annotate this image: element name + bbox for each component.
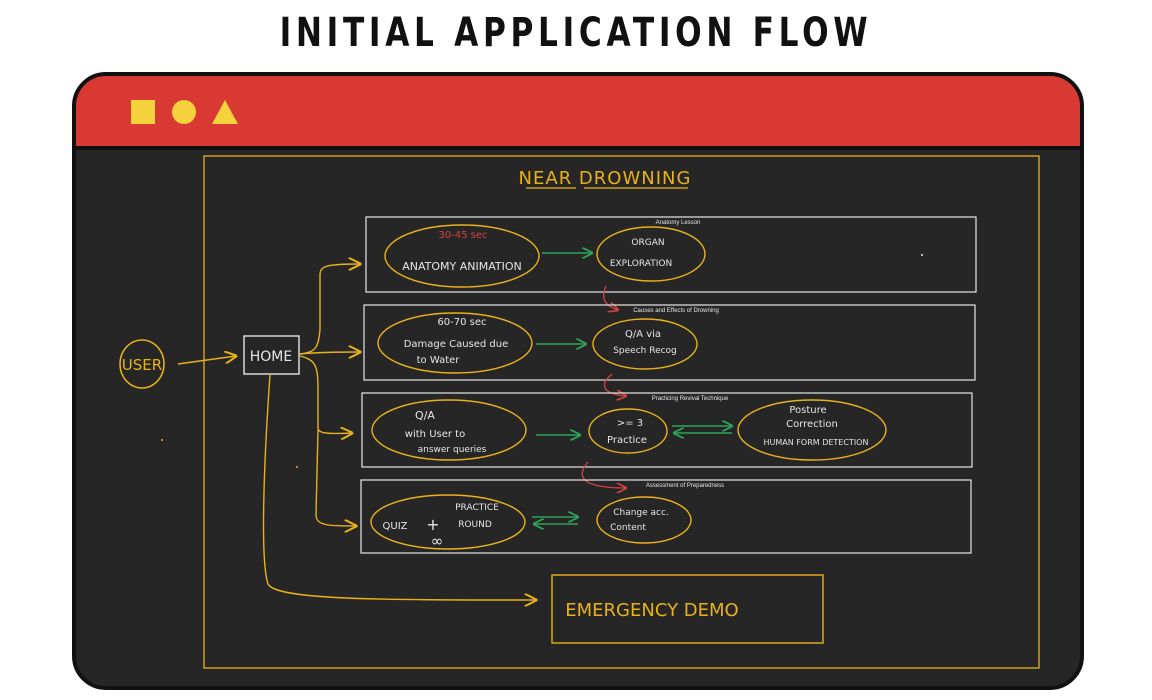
window-titlebar xyxy=(76,76,1080,150)
section-anatomy-lesson xyxy=(365,216,977,293)
node-text: Change acc. xyxy=(613,508,669,518)
node-text: ROUND xyxy=(458,520,492,530)
node-text: Q/A via xyxy=(625,329,661,340)
node-text: ∞ xyxy=(431,532,444,550)
flow-node xyxy=(592,318,698,370)
browser-window xyxy=(72,72,1084,690)
node-text: PRACTICE xyxy=(455,503,499,513)
emergency-demo-label: EMERGENCY DEMO xyxy=(565,600,738,621)
flow-node xyxy=(377,312,533,374)
user-node xyxy=(119,339,165,389)
home-to-emergency-connector xyxy=(262,374,536,600)
node-text: + xyxy=(426,515,439,534)
node-text: EXPLORATION xyxy=(610,259,672,269)
red-arrow xyxy=(603,373,626,396)
node-text: QUIZ xyxy=(383,521,408,532)
node-text: Damage Caused due xyxy=(404,339,509,350)
node-text: Content xyxy=(610,523,646,533)
red-arrow xyxy=(581,461,626,488)
square-icon xyxy=(131,100,155,124)
node-text: with User to xyxy=(405,429,465,440)
node-text: Posture xyxy=(789,405,826,416)
timing-label: 30-45 sec xyxy=(438,230,487,241)
red-arrow xyxy=(603,285,618,310)
home-branch-connector xyxy=(315,429,356,526)
node-text: Q/A xyxy=(415,409,435,422)
user-label: USER xyxy=(122,356,162,374)
flow-node xyxy=(596,496,692,544)
stray-mark xyxy=(296,466,298,468)
node-text: HUMAN FORM DETECTION xyxy=(764,438,869,447)
section-label: Causes and Effects of Drowning xyxy=(633,308,719,314)
home-label: HOME xyxy=(250,349,292,365)
node-text: Practice xyxy=(607,435,647,446)
flow-node xyxy=(370,494,526,550)
user-to-home-arrow xyxy=(177,356,236,365)
home-branch-connector xyxy=(299,352,360,354)
node-text: >= 3 xyxy=(617,418,643,429)
node-text: ORGAN xyxy=(631,238,664,248)
home-branch-connector xyxy=(299,264,360,355)
section-label: Assessment of Preparedness xyxy=(646,483,724,489)
flow-node xyxy=(596,226,706,282)
flow-node xyxy=(384,224,540,288)
stray-mark xyxy=(921,254,923,256)
home-branch-connector xyxy=(299,355,352,433)
node-text: ANATOMY ANIMATION xyxy=(402,260,522,273)
section-causes-effects xyxy=(363,304,976,381)
diagram-heading: NEAR DROWNING xyxy=(519,168,692,189)
section-revival-technique xyxy=(361,392,973,468)
page-title: INITIAL APPLICATION FLOW xyxy=(279,10,873,56)
emergency-demo-node xyxy=(551,574,824,644)
node-text: to Water xyxy=(417,355,461,366)
node-text: Speech Recog xyxy=(613,346,677,356)
section-label: Practicing Revival Technique xyxy=(652,396,729,402)
stray-mark xyxy=(161,439,163,441)
flow-node xyxy=(737,399,887,461)
home-node xyxy=(243,335,300,375)
node-text: Correction xyxy=(786,419,838,430)
section-label: Anatomy Lesson xyxy=(656,220,701,226)
flow-node xyxy=(371,399,527,461)
diagram-frame xyxy=(203,155,1040,669)
timing-label: 60-70 sec xyxy=(437,317,486,328)
node-text: answer queries xyxy=(418,445,487,455)
triangle-icon xyxy=(212,100,238,124)
circle-icon xyxy=(172,100,196,124)
section-assessment xyxy=(360,479,972,554)
flow-node xyxy=(588,408,668,454)
